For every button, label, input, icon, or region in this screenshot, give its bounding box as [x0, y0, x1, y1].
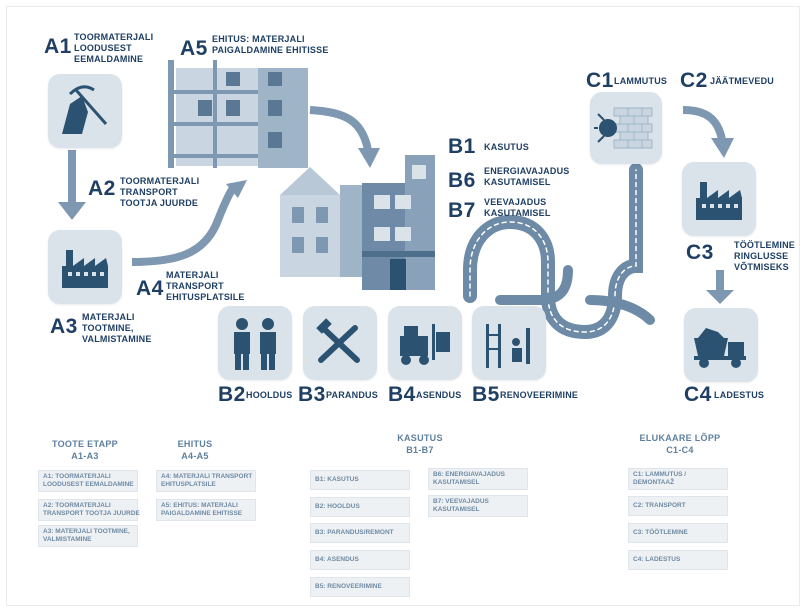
legend-b5-box: B5: RENOVEERIMINE [310, 577, 410, 597]
tile-b2 [218, 306, 292, 380]
stage-b1-code: B1 [448, 135, 476, 158]
arrow-a1-a3 [58, 150, 86, 220]
legend-a1-box: A1: TOORMATERJALI LOODUSEST EEMALDAMINE [38, 470, 138, 492]
legend-c3-box: C3: TÖÖTLEMINE [628, 523, 728, 543]
legend-b6-box: B6: ENERGIAVAJADUS KASUTAMISEL [428, 468, 528, 490]
mining-icon [62, 85, 108, 134]
tile-c4 [684, 308, 758, 382]
tile-a3 [48, 230, 122, 304]
demolition-icon [594, 107, 653, 149]
stage-a5-label: EHITUS: MATERJALI PAIGALDAMINE EHITISSE [212, 34, 329, 55]
stage-c4-code: C4 [684, 383, 712, 406]
legend-c4-box: C4: LADESTUS [628, 550, 728, 570]
legend-product-range: A1-A3 [71, 451, 99, 461]
tile-b5 [472, 306, 546, 380]
stage-a4-label: MATERJALI TRANSPORT EHITUSPLATSILE [166, 270, 245, 302]
stage-a2-code: A2 [88, 177, 116, 200]
stage-c1-code: C1 [586, 69, 614, 92]
legend-a3-box: A3: MATERJALI TOOTMINE, VALMISTAMINE [38, 525, 138, 547]
stage-b4-code: B4 [388, 383, 416, 406]
dump-truck-icon [694, 328, 746, 368]
stage-a1-code: A1 [44, 35, 72, 58]
legend-eol-title: ELUKAARE LÕPP [639, 433, 721, 443]
stage-b5-label: RENOVEERIMINE [500, 390, 579, 400]
legend-b3-box: B3: PARANDUS/REMONT [310, 523, 410, 543]
legend-c1-box: C1: LAMMUTUS / DEMONTAAŽ [628, 468, 728, 490]
stage-b6-label: ENERGIAVAJADUS KASUTAMISEL [484, 166, 570, 187]
tile-b4 [388, 306, 462, 380]
stage-b2-label: HOOLDUS [246, 390, 293, 400]
stage-b3-label: PARANDUS [326, 390, 378, 400]
legend-b7-box: B7: VEEVAJADUS KASUTAMISEL [428, 495, 528, 517]
legend-eol-range: C1-C4 [666, 445, 694, 455]
arrow-c2 [682, 106, 726, 141]
tools-icon [316, 318, 360, 363]
legend-b2-box: B2: HOOLDUS [310, 497, 410, 517]
legend-construction-title: EHITUS [177, 439, 213, 449]
legend-a2-box: A2: TOORMATERJALI TRANSPORT TOOTJA JUURD… [38, 499, 140, 521]
stage-a2-label: TOORMATERJALI TRANSPORT TOOTJA JUURDE [120, 176, 200, 208]
legend-use-range: B1-B7 [406, 445, 434, 455]
diagram-frame [6, 6, 800, 606]
tile-a1 [48, 74, 122, 148]
stage-b2-code: B2 [218, 383, 246, 406]
stage-a5-code: A5 [180, 37, 208, 60]
legend-product-title: TOOTE ETAPP [52, 439, 118, 449]
recycling-factory-icon [696, 182, 742, 220]
stage-a3-label: MATERJALI TOOTMINE, VALMISTAMINE [82, 312, 152, 344]
stage-c3-code: C3 [686, 241, 714, 264]
stage-a3-code: A3 [50, 315, 78, 338]
stage-b7-code: B7 [448, 199, 476, 222]
legend-b4-box: B4: ASENDUS [310, 550, 410, 570]
legend-construction-range: A4-A5 [181, 451, 209, 461]
renovation-icon [486, 324, 530, 368]
legend-c2-box: C2: TRANSPORT [628, 496, 728, 516]
legend-use-title: KASUTUS [397, 433, 443, 443]
stage-b1-label: KASUTUS [484, 142, 529, 152]
tile-c1 [590, 92, 662, 164]
legend-a4-box: A4: MATERJALI TRANSPORT EHITUSPLATSILE [156, 470, 256, 492]
stage-a4-code: A4 [136, 277, 164, 300]
stage-c2-label: JÄÄTMEVEDU [710, 76, 775, 86]
arrow-a3-a5 [131, 182, 239, 266]
road [463, 163, 655, 340]
workers-icon [234, 318, 276, 370]
tile-b3 [303, 306, 377, 380]
legend-b1-box: B1: KASUTUS [310, 470, 410, 490]
stage-c4-label: LADESTUS [714, 390, 765, 400]
construction-illustration [168, 60, 308, 168]
stage-c3-label: TÖÖTLEMINE RINGLUSSE VÕTMISEKS [734, 240, 795, 272]
tile-c3 [682, 162, 756, 236]
stage-b7-label: VEEVAJADUS KASUTAMISEL [484, 197, 551, 218]
forklift-icon [400, 324, 450, 365]
stage-b4-label: ASENDUS [416, 390, 462, 400]
factory-icon [62, 250, 108, 288]
stage-b3-code: B3 [298, 383, 326, 406]
arrow-c3-c4 [706, 270, 734, 304]
stage-c1-label: LAMMUTUS [614, 76, 668, 86]
stage-b5-code: B5 [472, 383, 500, 406]
stage-b6-code: B6 [448, 169, 476, 192]
stage-c2-code: C2 [680, 69, 708, 92]
legend-a5-box: A5: EHITUS: MATERJALI PAIGALDAMINE EHITI… [156, 499, 256, 521]
building-illustration [280, 155, 435, 290]
arrow-a5-b [309, 106, 372, 151]
stage-a1-label: TOORMATERJALI LOODUSEST EEMALDAMINE [74, 32, 154, 64]
